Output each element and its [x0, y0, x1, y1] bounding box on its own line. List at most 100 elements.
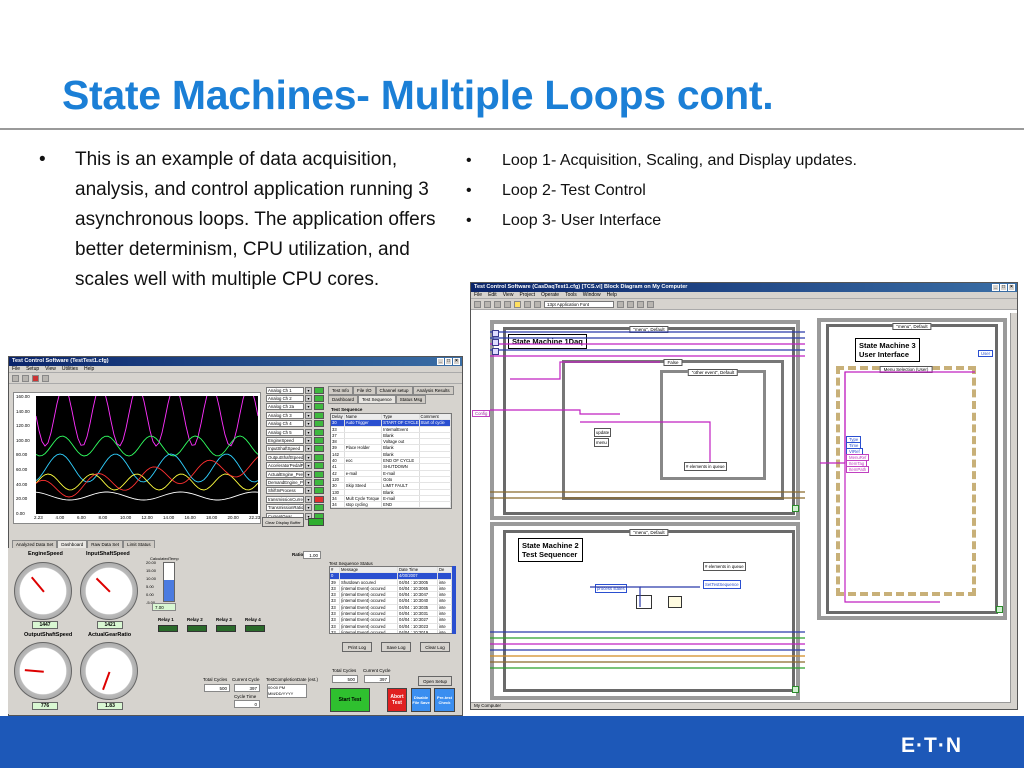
menu-view[interactable]: View: [45, 366, 56, 372]
event-case-selector[interactable]: "other event", Default: [687, 369, 739, 376]
channel-row[interactable]: DemandEngine_Per▾: [266, 478, 326, 486]
channel-row[interactable]: AcceleratorPedalPos▾: [266, 462, 326, 470]
distribute-icon[interactable]: [627, 301, 634, 308]
minimize-icon[interactable]: _: [437, 358, 444, 365]
channel-row[interactable]: ActualEngine_Perc▾: [266, 470, 326, 478]
pause-icon[interactable]: [504, 301, 511, 308]
menu-utilities[interactable]: Utilities: [61, 366, 79, 372]
inner-case-selector[interactable]: False: [663, 359, 683, 366]
channel-row[interactable]: transmissionCurrent▾: [266, 495, 326, 503]
channel-dropdown-icon[interactable]: ▾: [305, 453, 312, 461]
maximize-icon[interactable]: □: [1000, 284, 1007, 291]
run-arrow-icon[interactable]: [12, 375, 19, 382]
save-log-button[interactable]: Save Log: [381, 642, 411, 652]
channel-row[interactable]: Analog Ch 5▾: [266, 428, 326, 436]
channel-row[interactable]: Analog Ch 4▾: [266, 420, 326, 428]
abort-icon[interactable]: [32, 375, 39, 382]
menu-setup[interactable]: Setup: [26, 366, 40, 372]
pause-icon[interactable]: [42, 375, 49, 382]
start-test-button[interactable]: Start Test: [330, 688, 370, 712]
channel-dropdown-icon[interactable]: ▾: [305, 462, 312, 470]
highlight-execution-icon[interactable]: [514, 301, 521, 308]
run-continuous-icon[interactable]: [22, 375, 29, 382]
channel-dropdown-icon[interactable]: ▾: [305, 428, 312, 436]
channel-dropdown-icon[interactable]: ▾: [305, 470, 312, 478]
channel-row[interactable]: OutputShaftSpeed▾: [266, 453, 326, 461]
channel-row[interactable]: TransmissionRatio▾: [266, 503, 326, 512]
relay-led[interactable]: [158, 625, 178, 632]
channel-dropdown-icon[interactable]: ▾: [305, 504, 312, 512]
status-scrollbar[interactable]: [452, 566, 456, 634]
close-icon[interactable]: ×: [1008, 284, 1015, 291]
menu-file[interactable]: File: [474, 292, 483, 298]
minimize-icon[interactable]: _: [992, 284, 999, 291]
case-selector[interactable]: "menu", Default: [892, 323, 932, 330]
disable-file-save-button[interactable]: Disable File Save: [411, 688, 431, 712]
pre-test-check-button[interactable]: Pre-test Check: [434, 688, 455, 712]
tab-test-info[interactable]: Test Info: [328, 386, 354, 395]
run-continuous-icon[interactable]: [484, 301, 491, 308]
menu-tools[interactable]: Tools: [565, 292, 577, 298]
channel-row[interactable]: CurrentGear▾: [266, 512, 326, 520]
channel-dropdown-icon[interactable]: ▾: [305, 445, 312, 453]
channel-dropdown-icon[interactable]: ▾: [305, 487, 312, 495]
diagram-scrollbar[interactable]: [1010, 313, 1017, 703]
channel-dropdown-icon[interactable]: ▾: [305, 495, 312, 503]
clear-log-button[interactable]: Clear Log: [420, 642, 450, 652]
reorder-icon[interactable]: [647, 301, 654, 308]
font-select[interactable]: 13pt Application Font: [544, 301, 614, 308]
tab-test-sequence[interactable]: Test Sequence: [358, 395, 396, 404]
menu-edit[interactable]: Edit: [488, 292, 497, 298]
run-arrow-icon[interactable]: [474, 301, 481, 308]
relay-led[interactable]: [187, 625, 207, 632]
tab-channel-setup[interactable]: Channel setup: [375, 386, 413, 395]
clear-display-button[interactable]: Clear Display Buffer: [262, 517, 304, 527]
tab-dashboard[interactable]: Dashboard: [328, 395, 359, 404]
channel-row[interactable]: Analog Ch 2a▾: [266, 403, 326, 411]
step-into-icon[interactable]: [524, 301, 531, 308]
channel-dropdown-icon[interactable]: ▾: [305, 437, 312, 445]
menu-window[interactable]: Window: [582, 292, 601, 298]
align-icon[interactable]: [617, 301, 624, 308]
relay-led[interactable]: [245, 625, 265, 632]
ratio-value[interactable]: 1.00: [303, 551, 321, 559]
channel-row[interactable]: InputShaftSpeed▾: [266, 445, 326, 453]
maximize-icon[interactable]: □: [445, 358, 452, 365]
menu-view[interactable]: View: [502, 292, 514, 298]
resize-icon[interactable]: [637, 301, 644, 308]
tab-file-i-o[interactable]: File I/O: [353, 386, 376, 395]
channel-dropdown-icon[interactable]: ▾: [305, 403, 312, 411]
close-icon[interactable]: ×: [453, 358, 460, 365]
channel-dropdown-icon[interactable]: ▾: [305, 395, 312, 403]
channel-dropdown-icon[interactable]: ▾: [305, 386, 312, 394]
channel-row[interactable]: Analog Ch 2▾: [266, 394, 326, 403]
tab-analysis-results[interactable]: Analysis Results: [412, 386, 454, 395]
channel-dropdown-icon[interactable]: ▾: [305, 411, 312, 419]
open-setup-button[interactable]: Open Setup: [418, 676, 452, 686]
channel-row[interactable]: Analog Ch 1▾: [266, 386, 326, 394]
